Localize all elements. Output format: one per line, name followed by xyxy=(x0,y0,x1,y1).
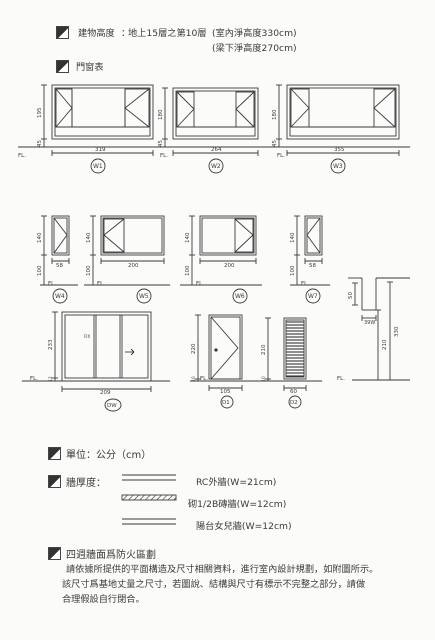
door-window-dw xyxy=(22,311,170,412)
dimension-text: 45 xyxy=(158,140,164,147)
dimension-text: 39W xyxy=(364,320,375,326)
window-tag: W2 xyxy=(211,163,221,170)
dimension-text: 220 xyxy=(191,343,197,354)
wall-thickness-label: 牆厚度： xyxy=(66,478,106,489)
building-height-sep: ： xyxy=(121,28,131,39)
panel-mark: FIX xyxy=(84,334,90,339)
dimension-text: 233 xyxy=(48,339,54,350)
window-tag: W5 xyxy=(139,293,149,300)
fl-label: FL. xyxy=(48,281,56,287)
notes-line: 合理假設自行閉合。 xyxy=(62,594,145,605)
building-height-value: 地上15層之第10層 xyxy=(128,28,207,39)
fl-label: FL. xyxy=(160,153,168,159)
dimension-text: 330 xyxy=(394,326,400,337)
window-tag: W6 xyxy=(235,293,245,300)
dimension-text: 100 xyxy=(185,265,191,276)
window-tag: W1 xyxy=(93,163,103,170)
wall-legend-label: 陽台女兒牆(W=12cm) xyxy=(196,521,292,532)
fl-label: FL. xyxy=(196,281,204,287)
wall-legend-label: RC外牆(W=21cm) xyxy=(196,477,277,488)
fl-label: FL. xyxy=(200,376,208,382)
window-w2 xyxy=(160,87,275,174)
checkbox-marker-icon xyxy=(48,475,61,488)
dimension-text: 209 xyxy=(100,390,111,396)
dimension-text: 58 xyxy=(309,263,316,269)
fl-label: FL. xyxy=(337,376,345,382)
window-tag: D2 xyxy=(290,400,298,406)
dimension-text: 210 xyxy=(382,339,388,350)
fl-label: FL. xyxy=(30,376,38,382)
dimension-text: 45 xyxy=(37,140,43,147)
dimension-text: 12 xyxy=(48,376,54,382)
dimension-text: 355 xyxy=(334,147,345,153)
fl-label: FL. xyxy=(301,281,309,287)
dimension-text: 140 xyxy=(86,232,92,243)
dimension-text: 45 xyxy=(272,140,278,147)
dimension-text: 200 xyxy=(128,263,139,269)
checkbox-marker-icon xyxy=(48,547,61,560)
parapet-wall-symbol xyxy=(122,518,176,525)
dimension-text: 60 xyxy=(290,389,297,395)
dimension-text: 100 xyxy=(290,265,296,276)
dimension-text: 195 xyxy=(37,107,43,118)
window-tag: W7 xyxy=(308,293,318,300)
unit-label: 單位：公分（cm） xyxy=(66,450,152,461)
fl-label: FL. xyxy=(277,153,285,159)
wall-section-detail xyxy=(348,277,410,381)
fl-label: FL. xyxy=(18,153,26,159)
checkbox-marker-icon xyxy=(56,60,69,73)
dimension-text: 200 xyxy=(224,263,235,269)
notes-line: 該尺寸爲基地丈量之尺寸，若圖說、結構與尺寸有標示不完整之部分，請做 xyxy=(62,579,366,590)
dimension-text: 10 xyxy=(191,376,197,382)
window-tag: W3 xyxy=(333,163,343,170)
dimension-text: 100 xyxy=(37,265,43,276)
window-w5 xyxy=(84,215,170,304)
window-w4 xyxy=(40,215,78,304)
dimension-text: 100 xyxy=(86,265,92,276)
window-tag: W4 xyxy=(55,293,65,300)
window-w6 xyxy=(180,215,262,304)
notes-line: 請依據所提供的平面構造及尺寸相關資料，進行室內設計規劃，如附圖所示。 xyxy=(66,564,379,575)
beam-height-note: (梁下淨高度270cm) xyxy=(212,43,297,54)
dimension-text: 105 xyxy=(220,389,231,395)
checkbox-marker-icon xyxy=(48,447,61,460)
dimension-text: 140 xyxy=(37,232,43,243)
window-w3 xyxy=(275,84,410,174)
window-w7 xyxy=(290,215,330,304)
door-d2 xyxy=(256,317,322,409)
rc-wall-symbol xyxy=(122,474,176,481)
fl-label: FL. xyxy=(97,281,105,287)
clear-height-note: (室內淨高度330cm) xyxy=(212,28,297,39)
window-tag: DW xyxy=(107,403,117,409)
window-w1 xyxy=(18,84,162,174)
checkbox-marker-icon xyxy=(56,26,69,39)
dimension-text: 264 xyxy=(211,147,222,153)
window-tag: D1 xyxy=(222,400,230,406)
dimension-text: 50 xyxy=(348,292,354,299)
notes-title: 四週牆面爲防火區劃 xyxy=(66,550,156,561)
building-height-label: 建物高度 xyxy=(78,28,115,39)
dimension-text: 319 xyxy=(95,147,106,153)
dimension-text: 58 xyxy=(56,263,63,269)
dimension-text: 180 xyxy=(272,109,278,120)
dimension-text: 210 xyxy=(261,344,267,355)
wall-legend-label: 砌1/2B磚牆(W=12cm) xyxy=(188,499,287,510)
dimension-text: 10 xyxy=(261,376,267,382)
windows-table-title: 門窗表 xyxy=(76,62,104,73)
dimension-text: 140 xyxy=(185,232,191,243)
dimension-text: 140 xyxy=(290,232,296,243)
brick-wall-symbol xyxy=(121,494,177,501)
dimension-text: 180 xyxy=(158,109,164,120)
door-d1 xyxy=(190,314,258,409)
